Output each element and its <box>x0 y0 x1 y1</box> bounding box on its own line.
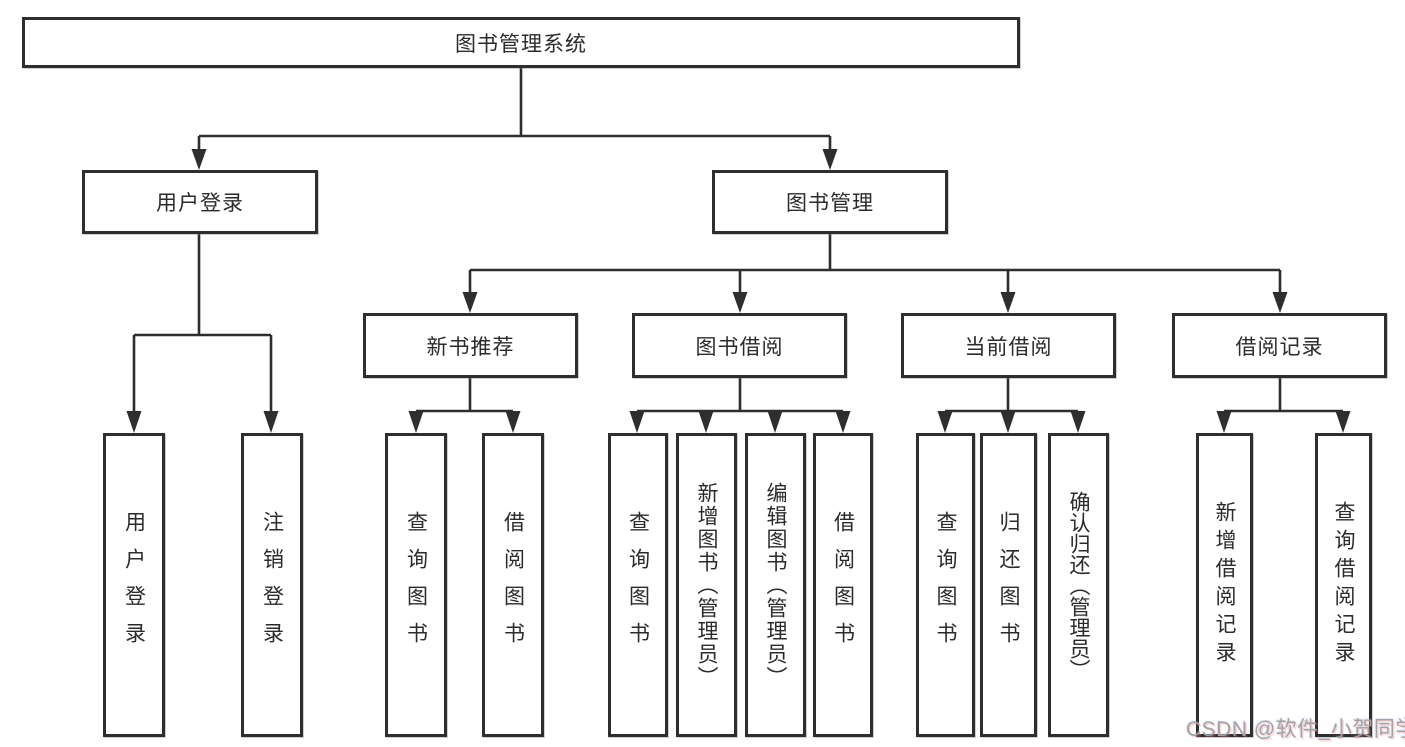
node-book-management: 图书管理 <box>712 170 948 234</box>
node-user-login: 用户登录 <box>82 170 318 234</box>
leaf-logout: 注销登录 <box>241 433 303 737</box>
leaf-return-books: 归还图书 <box>980 433 1037 737</box>
leaf-query-books-recommend: 查询图书 <box>385 433 447 737</box>
node-current-borrow: 当前借阅 <box>901 313 1116 378</box>
leaf-borrow-books: 借阅图书 <box>813 433 873 737</box>
leaf-borrow-books-recommend: 借阅图书 <box>482 433 544 737</box>
csdn-watermark: CSDN @软件_小贺同学 <box>1186 718 1405 741</box>
node-library-management-system: 图书管理系统 <box>22 17 1020 68</box>
leaf-user-login: 用户登录 <box>103 433 165 737</box>
leaf-query-borrow-record: 查询借阅记录 <box>1315 433 1372 737</box>
node-book-borrow: 图书借阅 <box>632 313 847 378</box>
node-borrow-records: 借阅记录 <box>1172 313 1387 378</box>
leaf-add-borrow-record: 新增借阅记录 <box>1196 433 1253 737</box>
leaf-query-books-borrow: 查询图书 <box>608 433 668 737</box>
leaf-edit-book-admin: 编辑图书（管理员） <box>745 433 806 737</box>
leaf-confirm-return-admin: 确认归还（管理员） <box>1048 433 1109 737</box>
leaf-add-book-admin: 新增图书（管理员） <box>676 433 737 737</box>
node-new-book-recommend: 新书推荐 <box>363 313 578 378</box>
leaf-query-books-current: 查询图书 <box>916 433 975 737</box>
